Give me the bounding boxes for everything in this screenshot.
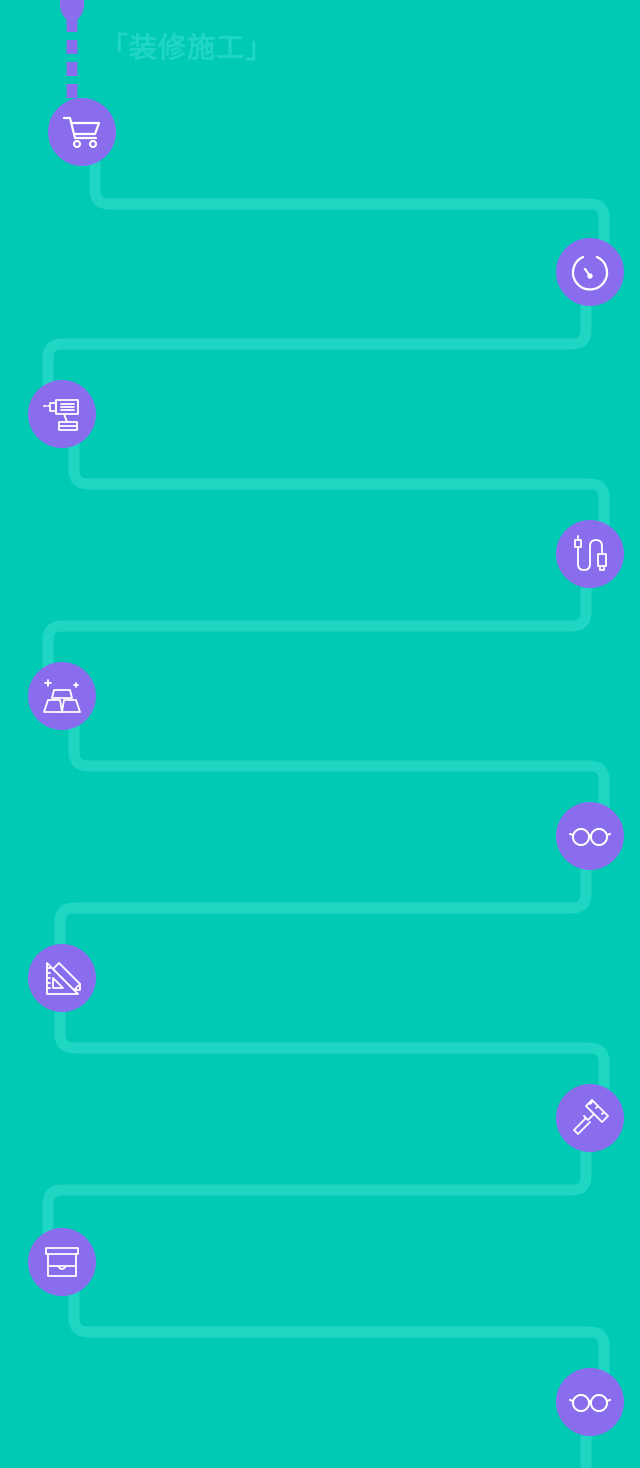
section-title: 「装修施工」 [100, 31, 275, 64]
shopping-cart-icon [62, 116, 101, 149]
step-node-drawer[interactable] [28, 1228, 96, 1296]
route-path [42, 154, 610, 1468]
step-node-roller[interactable] [556, 1084, 624, 1152]
usb-cable-icon [574, 535, 607, 571]
timer-icon [571, 255, 609, 291]
step-node-ruler[interactable] [28, 944, 96, 1012]
step-node-cart[interactable] [48, 98, 116, 166]
step-node-glasses-2[interactable] [556, 1368, 624, 1436]
step-node-gold[interactable] [28, 662, 96, 730]
paint-roller-icon [573, 1099, 609, 1135]
step-node-drill[interactable] [28, 380, 96, 448]
step-node-timer[interactable] [556, 238, 624, 306]
header-connector-cap [60, 0, 84, 22]
gold-bars-icon [43, 679, 81, 713]
storage-drawer-icon [45, 1247, 79, 1277]
set-square-pencil-icon [46, 962, 81, 995]
glasses-icon [569, 1394, 611, 1412]
step-node-cable[interactable] [556, 520, 624, 588]
step-node-glasses[interactable] [556, 802, 624, 870]
glasses-icon [569, 828, 611, 846]
power-drill-icon [43, 399, 79, 431]
